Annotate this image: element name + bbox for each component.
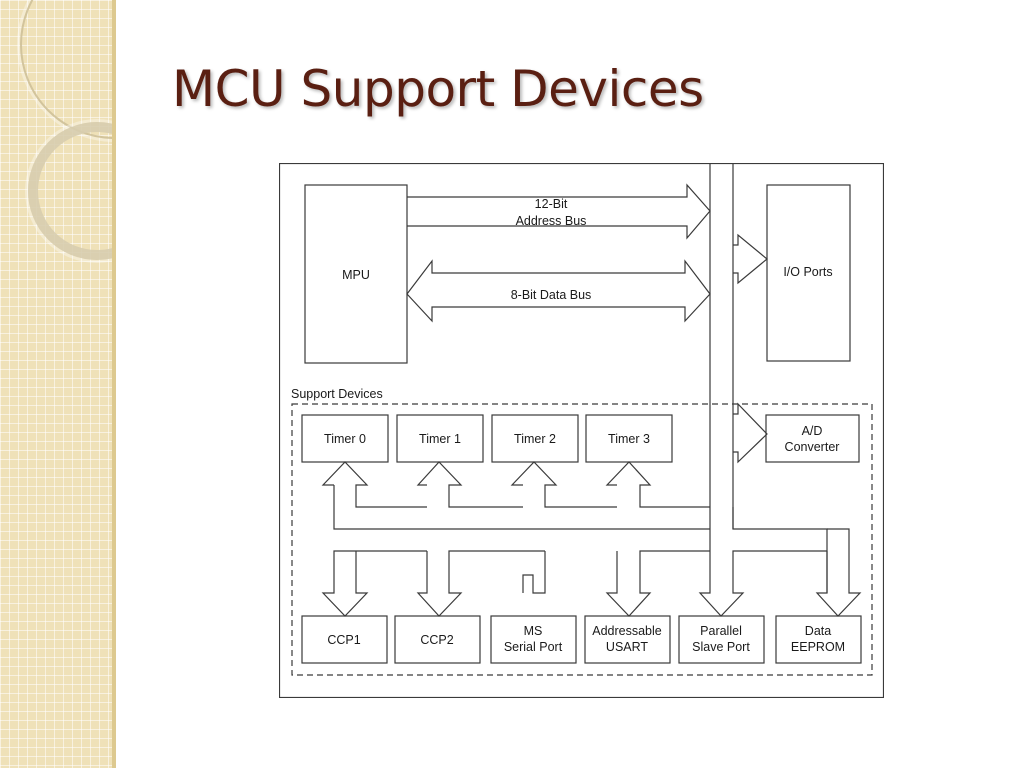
mpu-label: MPU — [342, 268, 370, 282]
ad-converter-label-2: Converter — [785, 440, 840, 454]
decorative-ring — [28, 122, 112, 260]
timer-bus — [333, 485, 710, 530]
data-eeprom-box — [775, 615, 862, 664]
slide-title: MCU Support Devices — [172, 60, 704, 118]
usart-label-1: Addressable — [592, 624, 662, 638]
timer-1-box — [396, 414, 484, 463]
ccp2-box — [394, 615, 481, 664]
address-bus-arrow — [407, 183, 711, 240]
decorative-ring — [20, 0, 112, 139]
data-eeprom-label-2: EEPROM — [791, 640, 845, 654]
ccp1-label: CCP1 — [327, 633, 360, 647]
ad-converter-arrow — [733, 402, 768, 464]
ms-serial-port-label-2: Serial Port — [504, 640, 563, 654]
sidebar-edge — [112, 0, 116, 768]
parallel-slave-arrow — [698, 529, 827, 617]
ms-serial-port-box — [490, 615, 577, 664]
ad-converter-box — [765, 414, 860, 463]
ms-serial-port-label-1: MS — [524, 624, 543, 638]
data-bus-arrow — [406, 259, 711, 323]
peripheral-bus — [732, 507, 828, 593]
timer-1-label: Timer 1 — [419, 432, 461, 446]
timer-2-box — [491, 414, 579, 463]
mpu-box — [304, 184, 408, 364]
timer-1-arrow — [416, 461, 523, 508]
data-eeprom-label-1: Data — [805, 624, 831, 638]
parallel-slave-label-2: Slave Port — [692, 640, 750, 654]
ccp1-arrow — [321, 550, 427, 617]
support-devices-label: Support Devices — [291, 387, 383, 401]
ad-converter-label-1: A/D — [802, 424, 823, 438]
ccp2-label: CCP2 — [420, 633, 453, 647]
timer-2-arrow — [510, 461, 617, 508]
timer-3-label: Timer 3 — [608, 432, 650, 446]
timer-0-label: Timer 0 — [324, 432, 366, 446]
timer-3-arrow — [605, 461, 710, 508]
usart-arrow — [605, 550, 710, 617]
decorative-sidebar — [0, 0, 112, 768]
data-bus-label: 8-Bit Data Bus — [511, 288, 592, 302]
parallel-slave-label-1: Parallel — [700, 624, 742, 638]
ccp2-arrow — [416, 550, 545, 617]
io-ports-arrow — [733, 233, 768, 285]
address-bus-label-1: 12-Bit — [535, 197, 568, 211]
ms-serial-arrow — [522, 551, 546, 594]
diagram-canvas: MPU 12-Bit Address Bus 8-Bit Data Bus I/… — [279, 163, 884, 698]
usart-label-2: USART — [606, 640, 649, 654]
address-bus-label-2: Address Bus — [516, 214, 587, 228]
timer-0-arrow — [321, 461, 427, 508]
support-devices-group — [291, 403, 873, 676]
io-ports-label: I/O Ports — [783, 265, 832, 279]
addressable-usart-box — [584, 615, 671, 664]
io-ports-box — [766, 184, 851, 362]
timer-2-label: Timer 2 — [514, 432, 556, 446]
mcu-block-diagram: MPU 12-Bit Address Bus 8-Bit Data Bus I/… — [279, 163, 884, 698]
eeprom-arrow — [815, 528, 862, 617]
diagram-frame — [279, 163, 884, 698]
